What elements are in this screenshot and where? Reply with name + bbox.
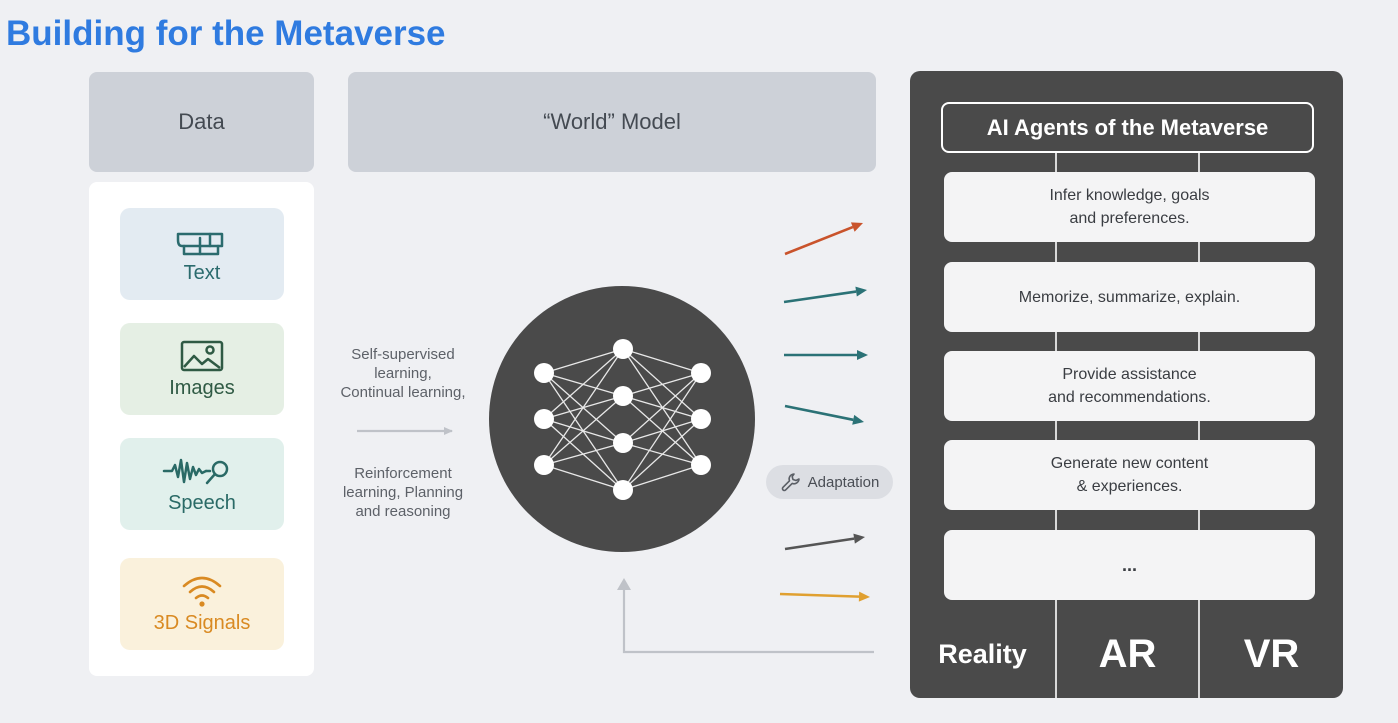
agents-title: AI Agents of the Metaverse — [941, 102, 1314, 153]
data-card-label: 3D Signals — [153, 612, 251, 634]
network-edge — [543, 348, 624, 374]
world-model-header: “World” Model — [348, 72, 876, 172]
network-node — [613, 433, 633, 453]
network-edge — [622, 372, 702, 397]
output-arrow — [784, 225, 854, 256]
note-line: Continual learning, — [340, 384, 466, 401]
network-node — [534, 363, 554, 383]
capability-line: Generate new content — [1050, 455, 1209, 472]
data-header: Data — [89, 72, 314, 172]
learning-note-top: Self-supervised learning, Continual lear… — [328, 345, 478, 402]
output-arrow — [783, 290, 857, 304]
network-edge — [622, 418, 702, 491]
feedback-line — [622, 584, 874, 654]
network-edge — [543, 464, 624, 491]
network-edge — [543, 348, 624, 420]
output-arrowhead — [853, 533, 865, 544]
book-icon — [176, 232, 224, 256]
wifi-signal-icon — [182, 576, 222, 607]
adaptation-badge: Adaptation — [766, 465, 893, 499]
network-edge — [543, 348, 624, 466]
network-node — [691, 363, 711, 383]
network-node — [613, 480, 633, 500]
output-arrow — [784, 404, 854, 422]
note-line: Reinforcement — [354, 465, 452, 482]
data-card-label: Text — [183, 262, 221, 284]
network-edge — [543, 442, 624, 466]
capability-line: and preferences. — [1069, 210, 1190, 227]
realm-reality: Reality — [938, 638, 1027, 669]
network-node — [534, 409, 554, 429]
output-arrows — [779, 222, 870, 602]
data-card-speech: Speech — [120, 438, 284, 530]
network-node — [613, 339, 633, 359]
page-title: Building for the Metaverse — [6, 14, 446, 53]
data-card-label: Speech — [168, 492, 236, 514]
agent-capability-box: Memorize, summarize, explain. — [944, 262, 1315, 332]
capability-line: & experiences. — [1076, 478, 1183, 495]
network-edge — [543, 395, 624, 466]
capability-line: ... — [1121, 554, 1137, 575]
adaptation-label: Adaptation — [807, 473, 880, 491]
agent-capability-box: Infer knowledge, goals and preferences. — [944, 172, 1315, 242]
output-arrow — [779, 592, 860, 598]
output-arrow — [784, 537, 855, 551]
network-edge — [622, 464, 702, 491]
network-node — [613, 386, 633, 406]
realm-vr: VR — [1243, 631, 1300, 676]
data-card-3d-signals: 3D Signals — [120, 558, 284, 650]
note-line: learning, Planning — [342, 484, 464, 501]
learning-note-bottom: Reinforcement learning, Planning and rea… — [328, 464, 478, 521]
output-arrowhead — [855, 286, 867, 297]
capability-line: Infer knowledge, goals — [1049, 187, 1210, 204]
agent-capability-box: Provide assistance and recommendations. — [944, 351, 1315, 421]
network-node — [691, 409, 711, 429]
capability-line: and recommendations. — [1048, 389, 1211, 406]
network-node — [691, 455, 711, 475]
divider — [1055, 151, 1057, 698]
data-card-images: Images — [120, 323, 284, 415]
agent-capability-box: ... — [944, 530, 1315, 600]
feedback-arrowhead — [617, 578, 631, 590]
network-edge — [622, 372, 702, 491]
wrench-icon — [781, 473, 800, 492]
neural-network-circle — [489, 286, 755, 552]
output-arrowhead — [850, 222, 863, 232]
output-arrowhead — [858, 591, 870, 602]
data-card-label: Images — [169, 377, 235, 399]
divider — [1198, 151, 1200, 698]
network-node — [534, 455, 554, 475]
agent-capability-box: Generate new content & experiences. — [944, 440, 1315, 510]
capability-line: Provide assistance — [1062, 366, 1197, 383]
network-edge — [622, 348, 702, 374]
note-line: and reasoning — [355, 503, 451, 520]
data-card-text: Text — [120, 208, 284, 300]
realm-ar: AR — [1098, 631, 1157, 676]
data-panel: Text Images Speech — [89, 182, 314, 676]
neural-network — [534, 339, 711, 500]
agents-panel: AI Agents of the Metaverse Infer knowled… — [910, 71, 1343, 698]
output-arrowhead — [857, 350, 868, 360]
note-line: learning, — [374, 365, 432, 382]
network-edge — [622, 372, 702, 444]
sound-wave-icon — [162, 458, 229, 485]
capability-line: Memorize, summarize, explain. — [1018, 288, 1241, 306]
note-line: Self-supervised — [351, 346, 455, 363]
output-arrowhead — [852, 414, 864, 425]
image-icon — [180, 340, 224, 372]
